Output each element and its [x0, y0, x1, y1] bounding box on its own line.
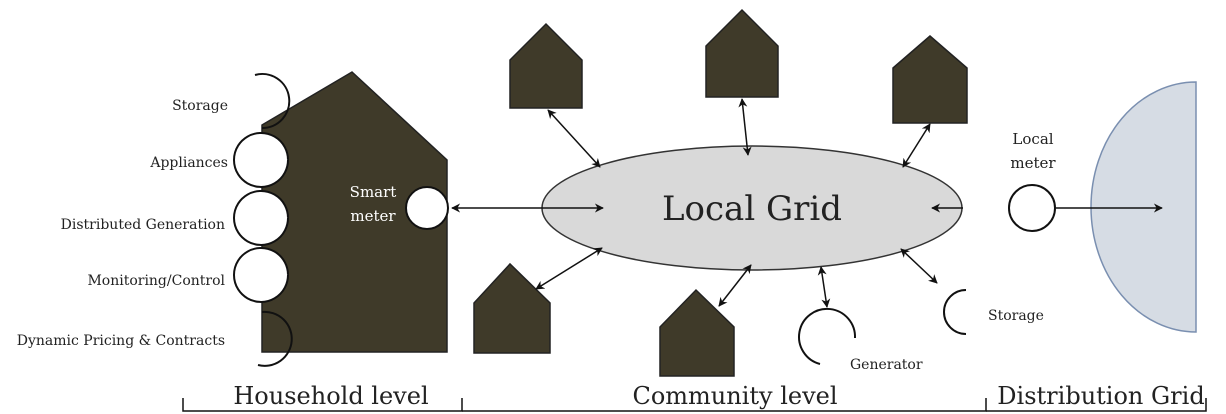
generator-label: Generator — [850, 357, 923, 373]
household-level-label: Household level — [233, 382, 428, 410]
local-grid-label: Local Grid — [662, 189, 842, 229]
community-house-3 — [892, 35, 968, 124]
feature-distributed-generation-label: Distributed Generation — [61, 217, 225, 233]
smart-meter-label-1: Smart — [350, 183, 397, 201]
community-house-5 — [659, 288, 735, 377]
feature-appliances-label: Appliances — [149, 155, 228, 171]
generator-arc — [798, 307, 857, 365]
community-level-label: Community level — [632, 382, 837, 410]
community-storage-arc — [943, 289, 967, 335]
smart-meter-circle — [405, 186, 449, 230]
storage-arc — [254, 73, 291, 130]
local-meter-circle — [1008, 184, 1056, 232]
household-house — [261, 71, 448, 353]
feature-storage-label: Storage — [172, 98, 228, 114]
monitoring-control-circle — [233, 246, 289, 303]
community-storage-label: Storage — [988, 308, 1044, 324]
smart-meter-label-2: meter — [350, 207, 396, 225]
local-meter-label-1: Local — [1012, 130, 1053, 148]
feature-dynamic-pricing-label: Dynamic Pricing & Contracts — [17, 333, 225, 349]
dynamic-pricing-arc — [257, 310, 293, 367]
feature-monitoring-control-label: Monitoring/Control — [87, 273, 225, 289]
distribution-grid-label: Distribution Grid — [997, 382, 1204, 410]
community-house-2 — [705, 8, 779, 98]
community-house-4 — [473, 262, 551, 354]
level-brackets — [182, 398, 1207, 412]
connection-arrows — [451, 98, 1163, 308]
distribution-grid-shape — [1090, 81, 1197, 333]
community-house-1 — [509, 22, 583, 109]
household-feature-arcs — [233, 73, 293, 367]
appliances-circle — [233, 131, 289, 188]
local-meter-label-2: meter — [1010, 154, 1056, 172]
distributed-generation-circle — [233, 189, 289, 246]
